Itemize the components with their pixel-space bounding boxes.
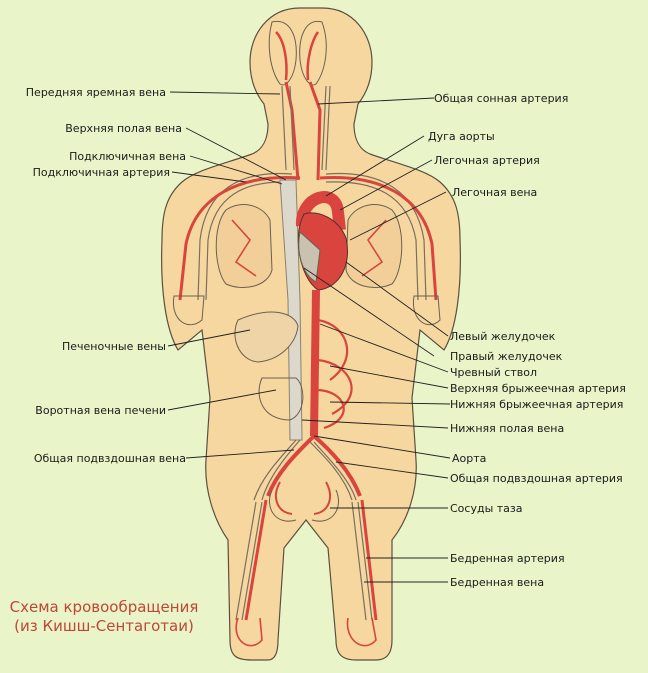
lung-right — [345, 204, 403, 288]
head-vessels-left — [268, 21, 297, 86]
label-subclavian-artery: Подключичная артерия — [32, 166, 170, 179]
hand-left — [172, 295, 205, 326]
label-inferior-vena-cava: Нижняя полая вена — [450, 422, 565, 435]
caption-line-2: (из Кишш-Сентаготаи) — [14, 617, 194, 635]
lung-vessels — [231, 219, 387, 277]
aorta — [310, 289, 320, 437]
label-common-iliac-artery: Общая подвздошная артерия — [450, 472, 623, 485]
label-portal-vein: Воротная вена печени — [35, 404, 166, 417]
diagram-caption: Схема кровообращения (из Кишш-Сентаготаи… — [6, 598, 202, 636]
gut-arteries — [315, 318, 353, 430]
label-femoral-vein: Бедренная вена — [450, 576, 545, 589]
foot-vessels-right — [346, 617, 377, 647]
label-inferior-mesenteric-artery: Нижняя брыжеечная артерия — [450, 398, 624, 411]
label-anterior-jugular-vein: Передняя яремная вена — [25, 86, 166, 99]
iliac-veins — [253, 439, 357, 501]
pelvic-vessels — [269, 489, 339, 522]
portal-vessels — [258, 377, 304, 421]
label-superior-vena-cava: Верхняя полая вена — [65, 122, 182, 135]
hand-right — [412, 295, 441, 326]
label-left-ventricle: Левый желудочек — [450, 330, 556, 343]
label-hepatic-veins: Печеночные вены — [62, 340, 166, 353]
leader-lines — [167, 91, 451, 583]
pelvic-arteries — [275, 481, 331, 515]
label-subclavian-vein: Подключичная вена — [69, 150, 186, 163]
arm-arteries — [178, 176, 438, 301]
label-femoral-artery: Бедренная артерия — [450, 552, 565, 565]
label-superior-mesenteric-artery: Верхняя брыжеечная артерия — [450, 382, 626, 395]
lung-left — [215, 204, 273, 288]
femoral-veins — [235, 501, 373, 621]
label-right-ventricle: Правый желудочек — [450, 350, 563, 363]
label-aortic-arch: Дуга аорты — [428, 130, 495, 143]
caption-line-1: Схема кровообращения — [9, 598, 199, 616]
label-pulmonary-artery: Легочная артерия — [434, 154, 540, 167]
body-silhouette — [161, 7, 461, 661]
heart-chamber — [298, 231, 321, 283]
label-aorta: Аорта — [452, 452, 487, 465]
label-common-iliac-vein: Общая подвздошная вена — [33, 452, 186, 465]
liver — [234, 311, 299, 363]
label-common-carotid-artery: Общая сонная артерия — [434, 92, 569, 105]
vena-cava — [279, 179, 303, 441]
jugular-veins — [281, 85, 331, 171]
carotid-arteries — [284, 81, 322, 181]
head-vessels-right — [299, 21, 327, 86]
head-arteries — [275, 31, 320, 81]
foot-vessels-left — [235, 617, 263, 647]
femoral-arteries — [244, 499, 378, 621]
iliac-arteries — [266, 434, 362, 497]
label-pelvic-vessels: Сосуды таза — [450, 502, 523, 515]
label-celiac-trunk: Чревный ствол — [450, 366, 537, 379]
label-pulmonary-vein: Легочная вена — [452, 186, 538, 199]
